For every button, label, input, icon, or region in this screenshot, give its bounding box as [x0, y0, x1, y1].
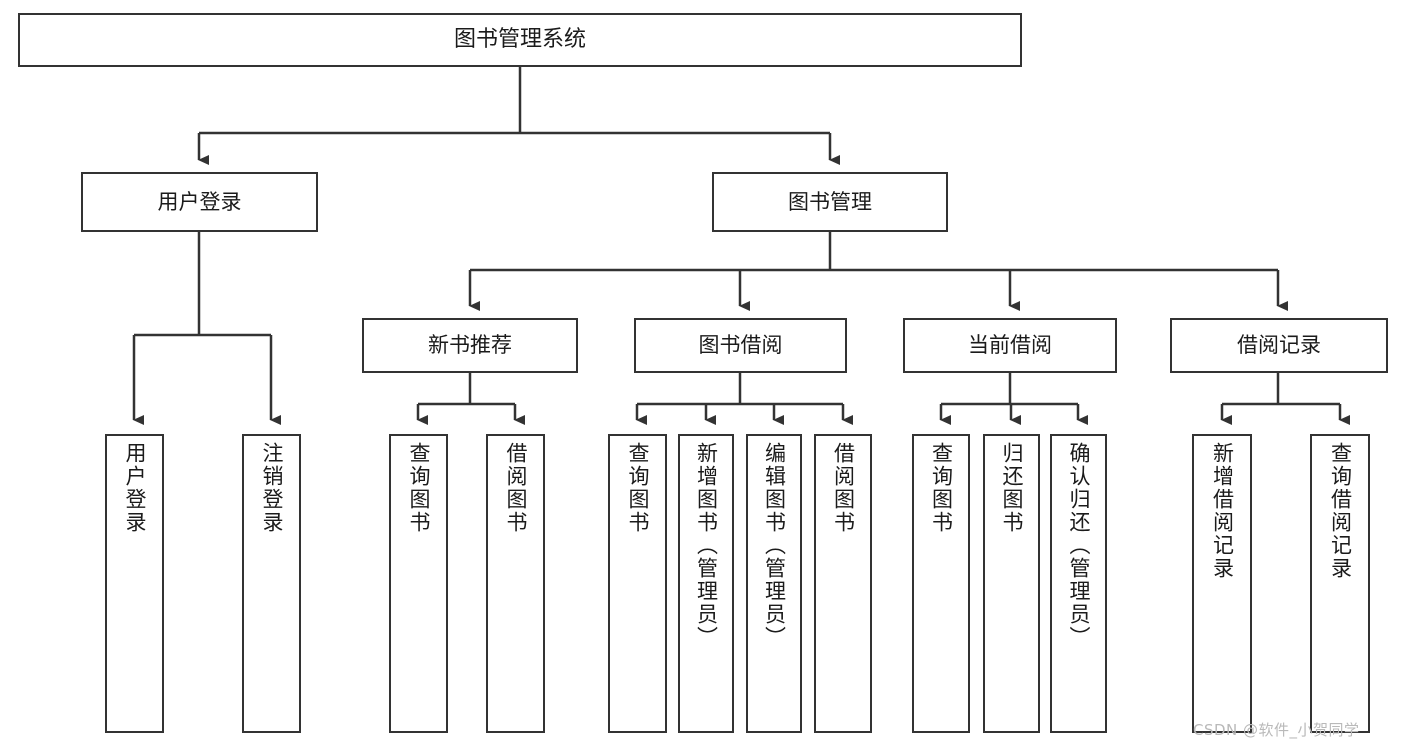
node-label: 查询图书: [407, 442, 431, 534]
node-current-borrow[interactable]: 当前借阅: [903, 318, 1117, 373]
node-user-login[interactable]: 用户登录: [81, 172, 318, 232]
node-label: 图书管理: [788, 189, 872, 214]
node-borrow-record[interactable]: 借阅记录: [1170, 318, 1388, 373]
node-new-book-recommend[interactable]: 新书推荐: [362, 318, 578, 373]
node-label: 当前借阅: [968, 333, 1052, 358]
node-label: 新增图书（管理员）: [694, 442, 719, 649]
node-label: 图书借阅: [698, 333, 783, 358]
leaf-borrow-query-book[interactable]: 查询图书: [608, 434, 667, 733]
node-label: 查询图书: [626, 442, 650, 534]
leaf-new-book-query[interactable]: 查询图书: [389, 434, 448, 733]
node-label: 借阅记录: [1237, 333, 1321, 358]
node-book-borrow[interactable]: 图书借阅: [634, 318, 847, 373]
leaf-borrow-edit-book[interactable]: 编辑图书（管理员）: [746, 434, 802, 733]
leaf-borrow-borrow-book[interactable]: 借阅图书: [814, 434, 872, 733]
node-label: 新书推荐: [428, 333, 512, 358]
leaf-borrow-add-book[interactable]: 新增图书（管理员）: [678, 434, 734, 733]
leaf-record-query-record[interactable]: 查询借阅记录: [1310, 434, 1370, 733]
leaf-user-login-login[interactable]: 用户登录: [105, 434, 164, 733]
leaf-current-return-book[interactable]: 归还图书: [983, 434, 1040, 733]
node-label: 图书管理系统: [453, 27, 586, 53]
watermark-text: CSDN @软件_小贺同学: [1193, 721, 1360, 739]
leaf-user-login-logout[interactable]: 注销登录: [242, 434, 301, 733]
node-root-system[interactable]: 图书管理系统: [18, 13, 1022, 67]
node-label: 确认归还（管理员）: [1067, 442, 1091, 649]
node-label: 借阅图书: [831, 442, 856, 534]
leaf-current-confirm-return[interactable]: 确认归还（管理员）: [1050, 434, 1107, 733]
node-label: 归还图书: [1000, 442, 1024, 534]
leaf-current-query-book[interactable]: 查询图书: [912, 434, 970, 733]
node-label: 注销登录: [260, 442, 284, 534]
node-label: 查询图书: [929, 442, 954, 534]
leaf-record-add-record[interactable]: 新增借阅记录: [1192, 434, 1252, 733]
node-label: 编辑图书（管理员）: [762, 442, 787, 649]
node-label: 借阅图书: [504, 442, 528, 534]
leaf-new-book-borrow[interactable]: 借阅图书: [486, 434, 545, 733]
node-label: 用户登录: [123, 442, 147, 534]
node-label: 查询借阅记录: [1328, 442, 1353, 580]
node-book-management[interactable]: 图书管理: [712, 172, 948, 232]
node-label: 新增借阅记录: [1210, 442, 1235, 580]
node-label: 用户登录: [157, 189, 242, 214]
